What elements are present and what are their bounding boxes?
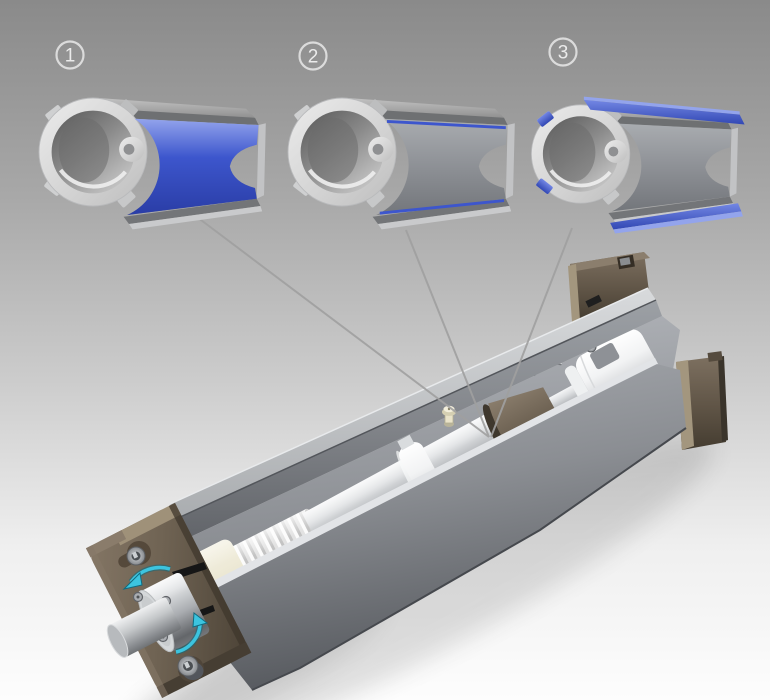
blue-edge-line-highlights [379, 119, 506, 215]
piston-rod [106, 597, 181, 658]
callout-2-badge-number: 2 [308, 47, 319, 68]
tube-top-wall [169, 287, 662, 538]
leader-lines [196, 216, 573, 438]
rear-seal [585, 294, 602, 308]
rear-foot-right [676, 351, 728, 450]
callout-3-badge-number: 3 [558, 43, 569, 64]
callout-1-badge: 1 [55, 40, 85, 70]
tube-bottom-silhouette [251, 427, 687, 691]
blue-outer-rail-highlights [536, 96, 745, 234]
leader-line-1 [196, 216, 490, 438]
tube-cut-lip [205, 358, 659, 593]
callout-3-badge: 3 [548, 37, 578, 67]
guide-ring-tab [397, 434, 415, 451]
flange-hub [140, 572, 210, 652]
cap-screw-bottom [177, 655, 204, 682]
actuator-assembly [85, 252, 728, 698]
callout-1-badge-number: 1 [65, 46, 76, 67]
callout-profile-2 [288, 98, 515, 229]
tube-bottom-wall [209, 364, 686, 690]
grease-fitting [442, 405, 456, 427]
callout-profile-3 [531, 96, 745, 234]
rotation-arrows [122, 564, 209, 655]
coupling-window-top [590, 343, 620, 370]
leader-line-3 [490, 227, 573, 438]
cap-screw-top [118, 541, 151, 568]
callout-2-badge: 2 [298, 41, 328, 71]
leader-line-2 [405, 229, 490, 438]
